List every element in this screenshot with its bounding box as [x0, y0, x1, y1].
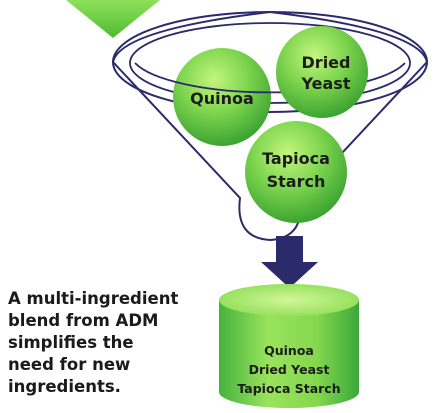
- ball-label-starch: Starch: [267, 172, 326, 191]
- cylinder-top: [219, 284, 359, 316]
- caption-line: need for new: [8, 355, 131, 374]
- caption-line: simplifies the: [8, 333, 134, 352]
- ball-label-quinoa: Quinoa: [190, 89, 254, 108]
- caption-line: ingredients.: [8, 377, 121, 396]
- caption-line: A multi-ingredient: [8, 289, 179, 308]
- ingredient-ball-dried-yeast: Dried Yeast: [276, 26, 368, 118]
- blend-line-dried-yeast: Dried Yeast: [249, 362, 330, 377]
- blend-line-tapioca-starch: Tapioca Starch: [237, 381, 340, 396]
- ball-label-tapioca: Tapioca: [262, 149, 330, 168]
- caption-line: blend from ADM: [8, 311, 159, 330]
- caption: A multi-ingredient blend from ADM simpli…: [8, 288, 208, 398]
- arrow-down-icon: [261, 236, 318, 288]
- funnel-rim-outer: [112, 11, 428, 113]
- ball-label-dried: Dried: [302, 53, 351, 72]
- blend-cylinder: Quinoa Dried Yeast Tapioca Starch: [219, 284, 359, 408]
- ingredient-ball-quinoa: Quinoa: [173, 48, 271, 146]
- cylinder-body: [219, 300, 359, 408]
- ingredient-ball-tapioca-starch: Tapioca Starch: [245, 121, 347, 223]
- funnel-rim-inner-front: [134, 62, 406, 94]
- ball-label-yeast: Yeast: [301, 74, 351, 93]
- blend-line-quinoa: Quinoa: [264, 343, 314, 358]
- chevron-down-icon: [66, 0, 160, 38]
